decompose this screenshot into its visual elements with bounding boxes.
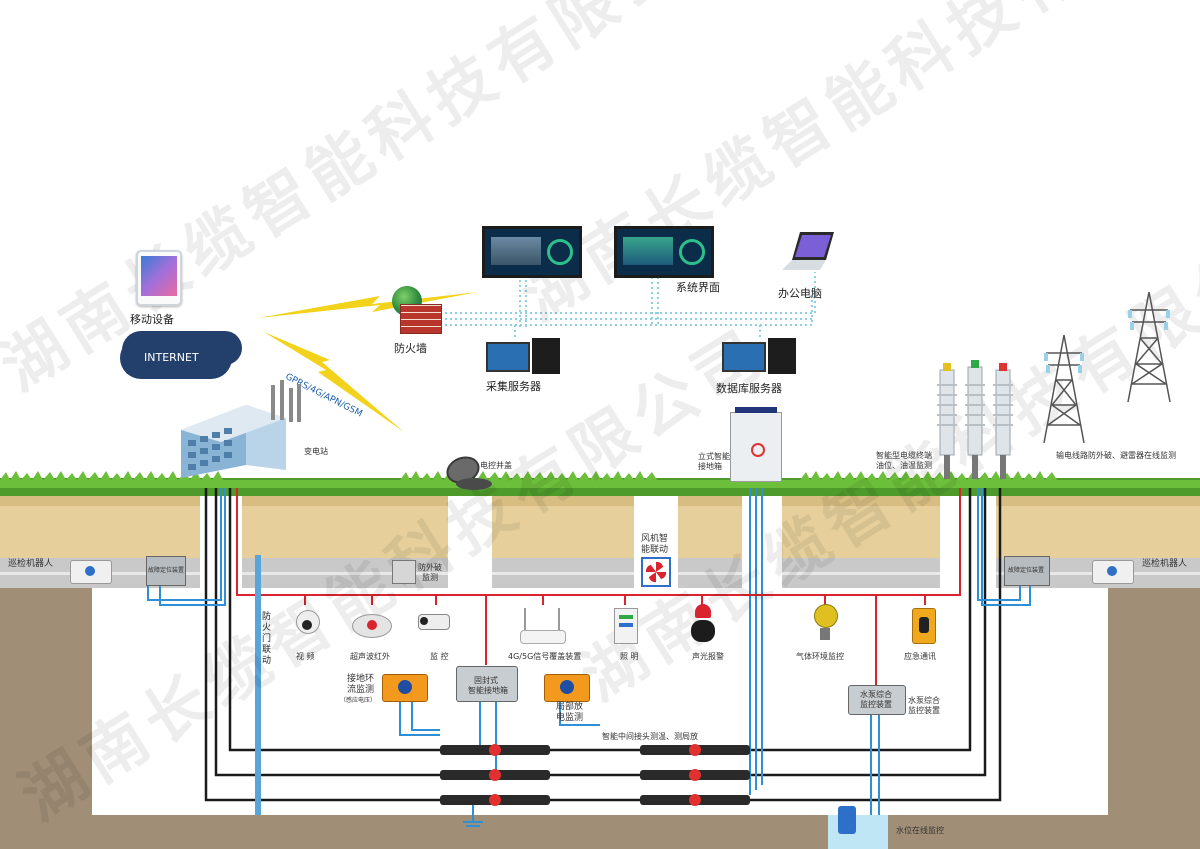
db-server-icon [722,338,798,374]
alarm-label: 声光报警 [692,652,724,661]
ultrasonic-icon [352,614,392,638]
earth-left [0,587,92,849]
manhole-label: 电控井盖 [480,461,512,470]
firewall-icon [400,304,442,334]
earth-bottom [92,815,1108,849]
manhole-ring-icon [456,478,492,490]
video-label: 视 频 [296,652,315,661]
earth-right [1108,587,1200,849]
tablet-icon [136,250,182,306]
grounding-box-label-2: 智能接地箱 [468,686,508,695]
locator-left-label: 故障定位装置 [148,567,185,574]
cable-terminals-icon [937,360,1013,479]
terminal-label-1: 智能型电缆终端 [876,451,932,460]
collect-server-icon [486,338,562,374]
standing-box-icon [730,407,782,482]
robot-right-label: 巡检机器人 [1142,559,1188,569]
pd-label-2: 电监测 [556,713,584,723]
lightning-bolt-2 [264,332,404,432]
robot-left-icon [70,560,112,584]
network-lines [430,270,816,340]
shaft-manhole [448,488,492,588]
ultrasonic-label: 超声波红外 [350,652,390,661]
substation-label: 变电站 [304,447,328,456]
monitor-label: 监 控 [430,652,449,661]
db-server-label: 数据库服务器 [716,382,782,395]
system-screen-1 [482,226,582,278]
grass-blades [0,471,1200,488]
transmission-tower-1-icon [1043,335,1085,443]
terminal-label-2: 油位、油温监测 [876,461,932,470]
mobile-label: 移动设备 [130,313,174,326]
pd-label-1: 局部放 [556,702,584,712]
road-line [0,572,1200,575]
pump-ctl-side-label-2: 监控装置 [908,706,940,715]
video-camera-icon [294,610,320,644]
gas-sensor-icon [812,604,838,642]
ground-loop-label-3: （感应电压） [340,697,377,704]
lighting-label: 照 明 [620,652,639,661]
pd-device-icon [544,674,590,702]
standing-box-label-2: 接地箱 [698,462,722,471]
tower-label: 输电线路防外破、避雷器在线监测 [1056,451,1176,460]
soil-shade [0,496,1200,506]
pump-ctl-label-2: 监控装置 [860,700,892,709]
gas-label: 气体环境监控 [796,652,844,661]
water-level-label: 水位在线监控 [896,826,944,835]
collect-server-label: 采集服务器 [486,380,541,393]
lighting-icon [614,608,638,644]
water-pump-icon [838,806,856,834]
emergency-phone-icon [912,608,936,644]
signal-label: 4G/5G信号覆盖装置 [508,652,582,661]
water-pit [828,815,888,849]
standing-box-label-1: 立式智能 [698,452,730,461]
grounding-box-label-1: 固封式 [474,676,498,685]
locator-left-icon [146,556,186,586]
emergency-label: 应急通讯 [904,652,936,661]
lightning-bolt-1 [258,292,478,318]
ground-loop-label-2: 流监测 [347,685,375,695]
fan-label-1: 风机智 [641,534,669,544]
locator-right-label: 故障定位装置 [1008,567,1045,574]
robot-left-label: 巡检机器人 [8,559,54,569]
ground-loop-device-icon [382,674,428,702]
pump-ctl-side-label-1: 水泵综合 [908,696,940,705]
pump-controller-icon [848,685,906,715]
monitor-camera-icon [418,614,458,634]
substation-building-icon [181,380,301,478]
fire-door-rail [255,555,261,815]
internet-label: INTERNET [144,351,199,364]
grass-blades-2 [400,471,800,480]
signal-router-icon [520,608,566,644]
ground-symbol [463,805,483,827]
anti-break-label-1: 防外破 [418,563,442,572]
laptop-icon [782,232,834,270]
office-pc-label: 办公电脑 [778,287,822,300]
ground-loop-label-1: 接地环 [347,674,375,684]
pump-ctl-label-1: 水泵综合 [860,690,892,699]
firewall-label: 防火墙 [394,342,427,355]
anti-break-label-2: 监测 [422,573,438,582]
internet-cloud [120,337,232,379]
fan-icon [641,557,671,587]
robot-right-icon [1092,560,1134,584]
fan-label-2: 能联动 [641,545,669,555]
shaft-right [940,488,996,588]
fire-door-label: 防火门联动 [262,612,272,666]
alarm-icon [690,604,716,644]
tunnel-interior [92,587,1108,815]
transmission-tower-2-icon [1127,292,1171,402]
joint-monitor-label: 智能中间接头测温、测局放 [602,732,698,741]
cables-red [236,488,961,685]
locator-right-icon [1004,556,1050,586]
cables-blue [147,488,1031,830]
system-ui-label: 系统界面 [676,281,720,294]
cable-joints [440,744,750,806]
grounding-box-icon [456,666,518,702]
anti-break-icon [392,560,416,584]
system-screen-2 [614,226,714,278]
